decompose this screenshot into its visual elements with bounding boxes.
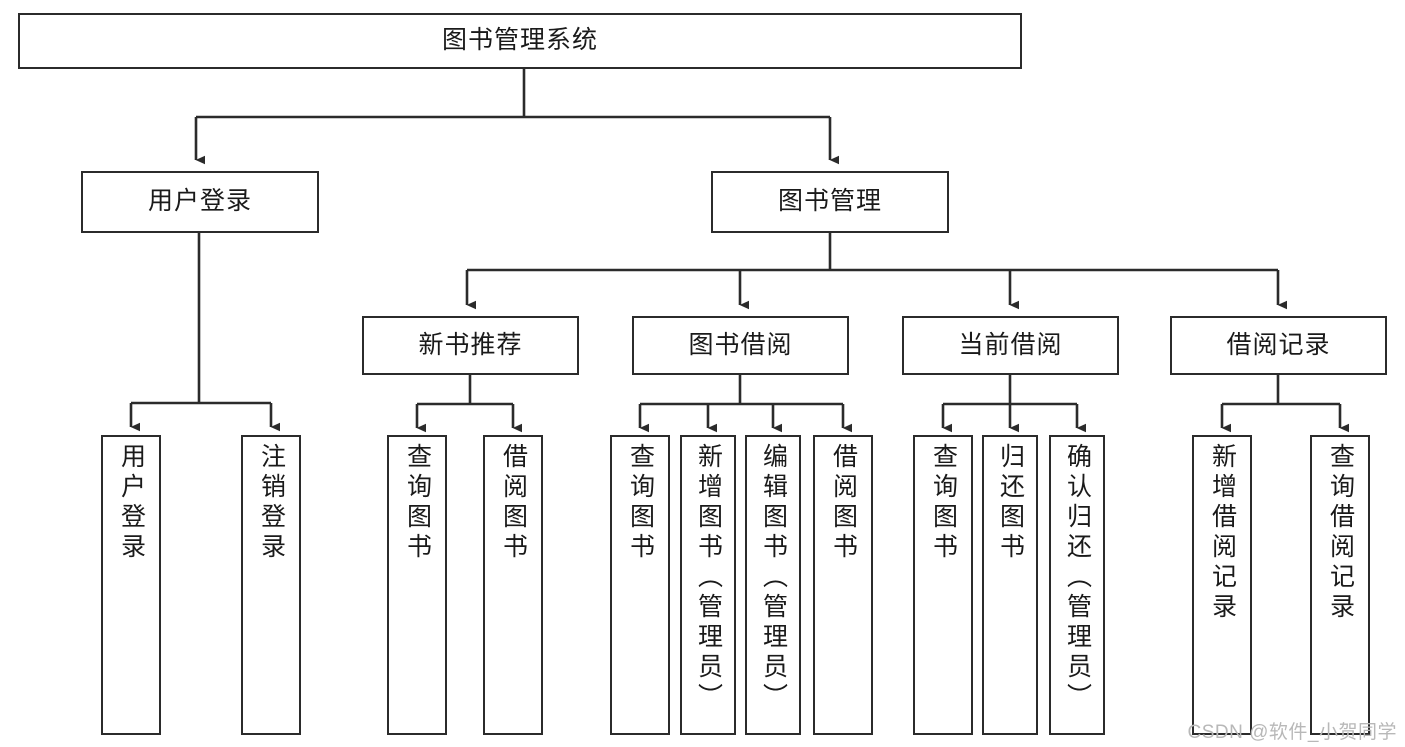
watermark-text: CSDN @软件_小贺同学 [1187,722,1397,743]
leaf-borrow-edit-book-admin[interactable]: 编辑图书（管理员） [745,435,801,735]
node-label: 图书管理系统 [441,26,598,55]
leaf-user-logout[interactable]: 注销登录 [241,435,301,735]
node-current-borrow[interactable]: 当前借阅 [902,316,1119,375]
node-label: 查询图书 [403,443,432,563]
node-label: 新增借阅记录 [1208,443,1237,623]
leaf-record-query-record[interactable]: 查询借阅记录 [1310,435,1370,735]
node-label: 当前借阅 [958,330,1063,359]
leaf-user-login[interactable]: 用户登录 [101,435,161,735]
leaf-current-return-book[interactable]: 归还图书 [982,435,1038,735]
node-label: 借阅图书 [499,443,528,563]
node-label: 图书管理 [777,187,882,216]
leaf-recommend-borrow-book[interactable]: 借阅图书 [483,435,543,735]
leaf-current-confirm-return-admin[interactable]: 确认归还（管理员） [1049,435,1105,735]
node-book-management[interactable]: 图书管理 [711,171,949,233]
node-label: 用户登录 [117,443,146,563]
node-label: 编辑图书（管理员） [759,443,788,713]
node-label: 注销登录 [257,443,286,563]
leaf-borrow-query-book[interactable]: 查询图书 [610,435,670,735]
node-label: 归还图书 [996,443,1025,563]
node-label: 查询借阅记录 [1326,443,1355,623]
leaf-record-add-record[interactable]: 新增借阅记录 [1192,435,1252,735]
node-label: 图书借阅 [688,330,793,359]
node-label: 借阅记录 [1226,330,1331,359]
node-label: 借阅图书 [829,443,858,563]
leaf-recommend-query-book[interactable]: 查询图书 [387,435,447,735]
leaf-borrow-borrow-book[interactable]: 借阅图书 [813,435,873,735]
leaf-current-query-book[interactable]: 查询图书 [913,435,973,735]
node-book-borrow[interactable]: 图书借阅 [632,316,849,375]
node-label: 确认归还（管理员） [1063,443,1092,713]
leaf-borrow-add-book-admin[interactable]: 新增图书（管理员） [680,435,736,735]
node-user-login[interactable]: 用户登录 [81,171,319,233]
node-label: 新书推荐 [418,330,523,359]
node-root-system[interactable]: 图书管理系统 [18,13,1022,69]
node-label: 查询图书 [929,443,958,563]
node-label: 新增图书（管理员） [694,443,723,713]
node-borrow-record[interactable]: 借阅记录 [1170,316,1387,375]
node-label: 用户登录 [147,187,252,216]
node-new-book-recommend[interactable]: 新书推荐 [362,316,579,375]
node-label: 查询图书 [626,443,655,563]
